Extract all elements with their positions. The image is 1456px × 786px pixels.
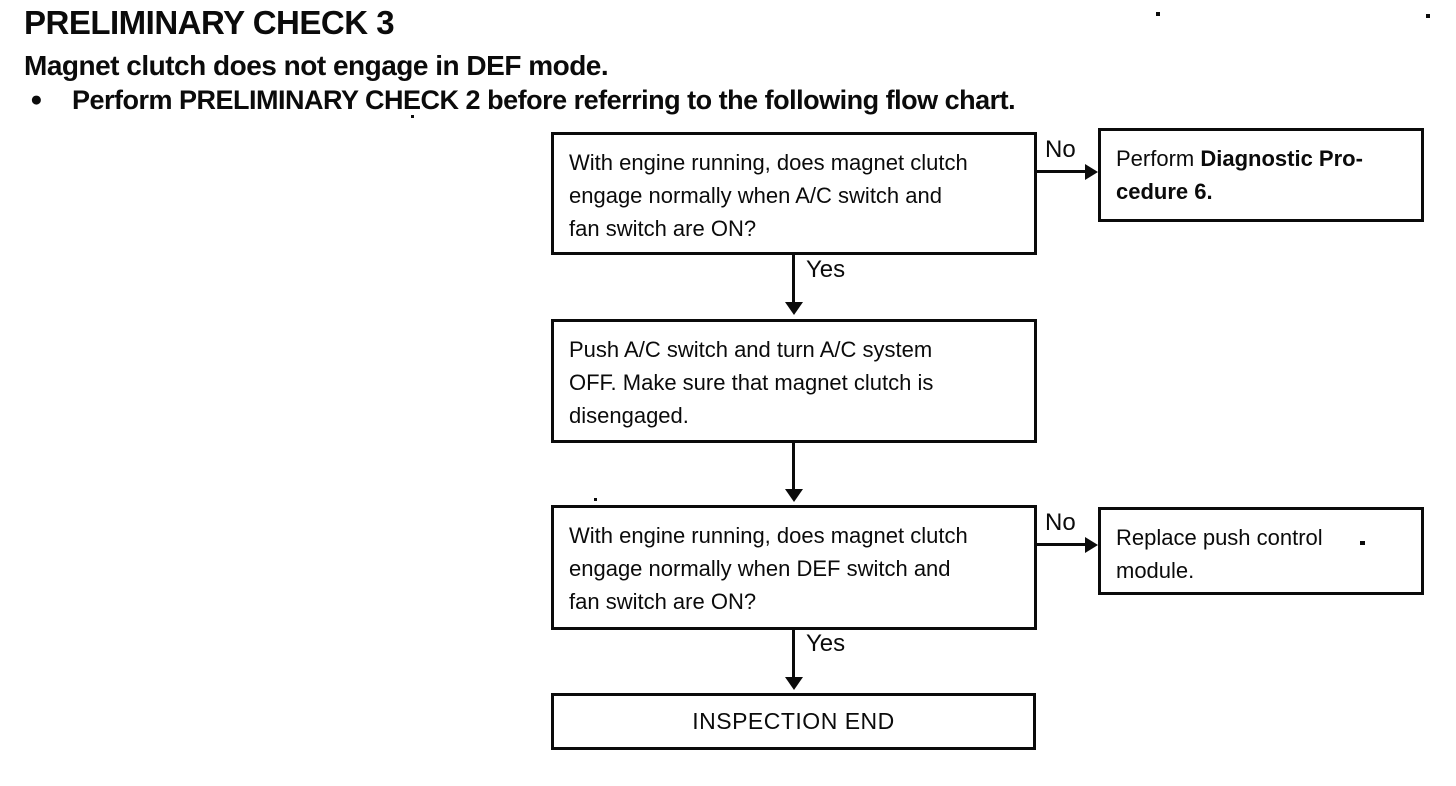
connector-no-2-line: [1037, 543, 1086, 546]
arrow-down-icon: [785, 677, 803, 690]
branch-label-yes-1: Yes: [806, 256, 846, 283]
note-bullet-row: ● Perform PRELIMINARY CHECK 2 before ref…: [30, 84, 1016, 116]
flow-box-question-ac-mode: With engine running, does magnet clutch …: [551, 132, 1037, 255]
flow-box-diagnostic-procedure-6: Perform Diagnostic Pro-cedure 6.: [1098, 128, 1424, 222]
flow-box-inspection-end: INSPECTION END: [551, 693, 1036, 750]
flow-box-question-def-mode: With engine running, does magnet clutch …: [551, 505, 1037, 630]
flow-box-replace-push-control-module: Replace push control module.: [1098, 507, 1424, 595]
action1-bold-line2: cedure 6.: [1116, 179, 1213, 204]
scan-speck-dot: [411, 115, 414, 118]
scan-speck-dot: [1360, 541, 1365, 545]
scan-speck-dot: [1156, 12, 1160, 16]
action1-prefix-text: Perform: [1116, 146, 1201, 171]
branch-label-no-1: No: [1045, 136, 1076, 163]
arrow-right-icon: [1085, 537, 1098, 553]
arrow-right-icon: [1085, 164, 1098, 180]
arrow-down-icon: [785, 302, 803, 315]
scan-speck-dot: [594, 498, 597, 501]
page-title: PRELIMINARY CHECK 3: [24, 4, 395, 41]
connector-step2-to-q2-line: [792, 443, 795, 490]
connector-yes-2-line: [792, 630, 795, 678]
connector-no-1-line: [1037, 170, 1086, 173]
note-text: Perform PRELIMINARY CHECK 2 before refer…: [72, 85, 1016, 115]
branch-label-no-2: No: [1045, 509, 1076, 536]
branch-label-yes-2: Yes: [806, 630, 846, 657]
action1-bold-line1: Diagnostic Pro-: [1200, 146, 1363, 171]
bullet-icon: ●: [30, 88, 43, 111]
symptom-subtitle: Magnet clutch does not engage in DEF mod…: [24, 50, 609, 81]
scan-speck-dot: [1426, 14, 1430, 18]
connector-yes-1-line: [792, 255, 795, 303]
arrow-down-icon: [785, 489, 803, 502]
flow-box-push-ac-off: Push A/C switch and turn A/C system OFF.…: [551, 319, 1037, 443]
